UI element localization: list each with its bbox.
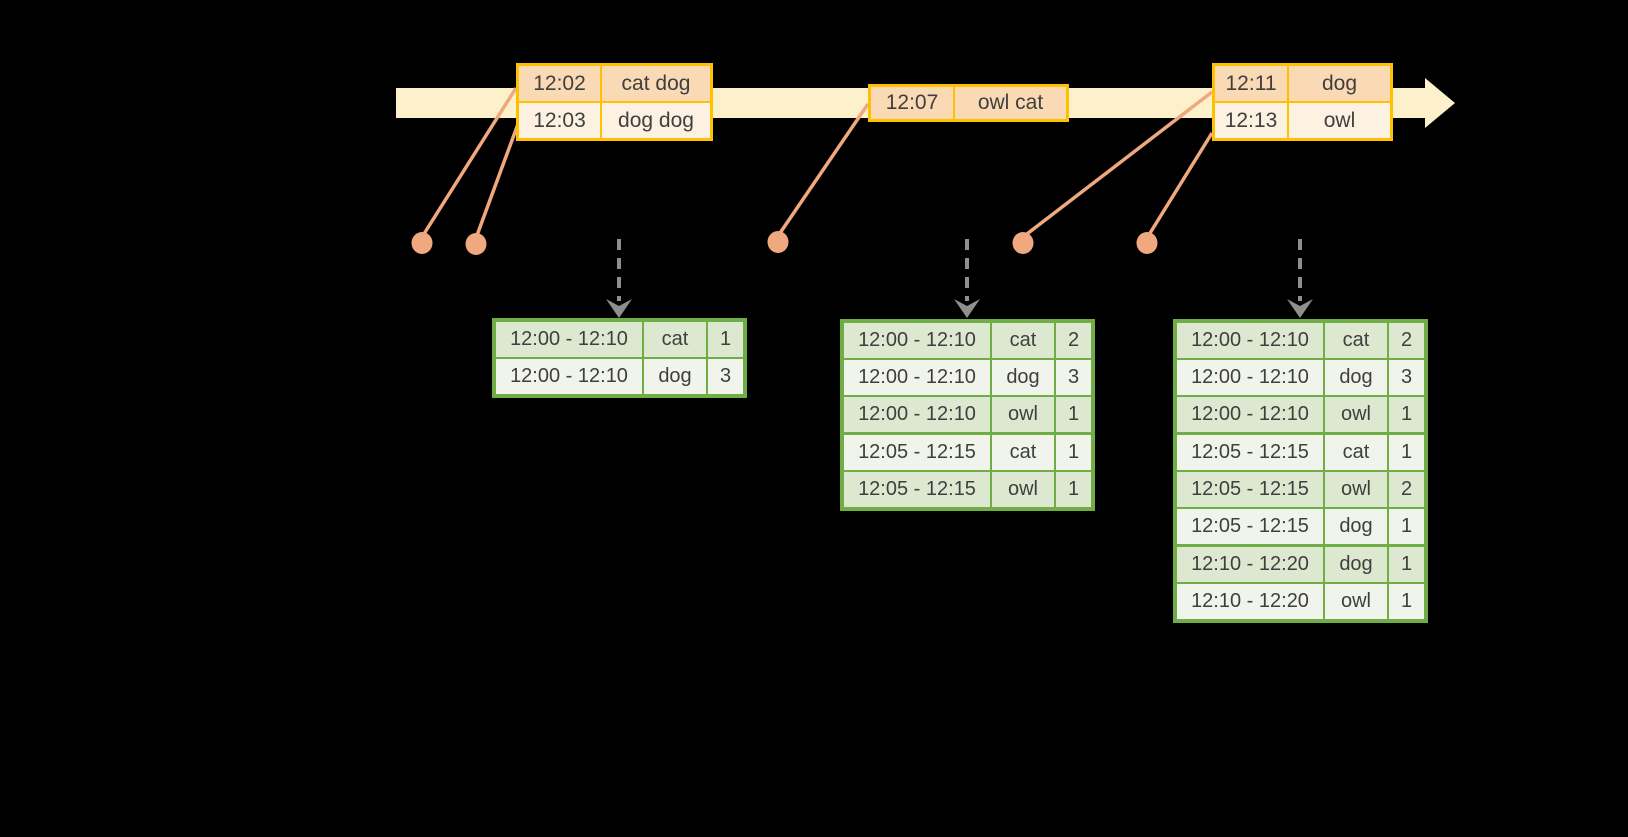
window-range: 12:00 - 12:10: [844, 360, 990, 395]
count: 3: [1056, 360, 1091, 395]
result-row: 12:10 - 12:20 owl 1: [1177, 584, 1424, 619]
event-time-dot: [465, 233, 487, 255]
result-row: 12:00 - 12:10 dog 3: [844, 360, 1091, 395]
count: 1: [1389, 435, 1424, 470]
event-time-dot: [411, 232, 433, 254]
count: 2: [1056, 323, 1091, 358]
connector-line: [776, 103, 870, 237]
count: 1: [1056, 435, 1091, 470]
window-range: 12:05 - 12:15: [1177, 509, 1323, 544]
window-range: 12:00 - 12:10: [1177, 323, 1323, 358]
event-row: 12:07 owl cat: [871, 87, 1066, 119]
trigger-arrowhead-icon: [606, 299, 632, 318]
event-words: dog dog: [602, 103, 710, 138]
word: owl: [992, 397, 1054, 432]
result-table-2: 12:00 - 12:10 cat 2 12:00 - 12:10 dog 3 …: [840, 319, 1095, 511]
window-range: 12:00 - 12:10: [496, 322, 642, 357]
window-range: 12:00 - 12:10: [1177, 360, 1323, 395]
event-row: 12:03 dog dog: [519, 103, 710, 138]
count: 3: [708, 359, 743, 394]
count: 1: [1056, 397, 1091, 432]
result-row: 12:05 - 12:15 cat 1: [1177, 435, 1424, 470]
word: owl: [1325, 397, 1387, 432]
result-row: 12:00 - 12:10 owl 1: [844, 397, 1091, 432]
result-row: 12:00 - 12:10 cat 2: [1177, 323, 1424, 358]
event-time: 12:03: [519, 103, 600, 138]
event-words: owl: [1289, 103, 1390, 138]
word: dog: [1325, 547, 1387, 582]
window-range: 12:00 - 12:10: [844, 397, 990, 432]
count: 3: [1389, 360, 1424, 395]
window-range: 12:05 - 12:15: [844, 472, 990, 507]
trigger-arrows: [606, 239, 1313, 318]
word: owl: [992, 472, 1054, 507]
window-range: 12:00 - 12:10: [496, 359, 642, 394]
window-range: 12:10 - 12:20: [1177, 584, 1323, 619]
word: owl: [1325, 472, 1387, 507]
result-row: 12:00 - 12:10 dog 3: [496, 359, 743, 394]
result-table-1: 12:00 - 12:10 cat 1 12:00 - 12:10 dog 3: [492, 318, 747, 398]
word: cat: [1325, 323, 1387, 358]
result-row: 12:00 - 12:10 dog 3: [1177, 360, 1424, 395]
event-time-dots: [411, 231, 1158, 255]
event-time-dot: [1012, 232, 1034, 254]
result-row: 12:00 - 12:10 cat 2: [844, 323, 1091, 358]
count: 1: [1389, 509, 1424, 544]
word: dog: [992, 360, 1054, 395]
result-row: 12:05 - 12:15 owl 1: [844, 472, 1091, 507]
window-range: 12:10 - 12:20: [1177, 547, 1323, 582]
window-range: 12:00 - 12:10: [844, 323, 990, 358]
count: 1: [708, 322, 743, 357]
result-row: 12:10 - 12:20 dog 1: [1177, 547, 1424, 582]
count: 2: [1389, 323, 1424, 358]
connector-line: [1145, 132, 1214, 239]
count: 1: [1389, 397, 1424, 432]
result-row: 12:05 - 12:15 owl 2: [1177, 472, 1424, 507]
count: 1: [1389, 547, 1424, 582]
event-words: dog: [1289, 66, 1390, 101]
count: 1: [1389, 584, 1424, 619]
connector-line: [420, 87, 518, 238]
connector-line: [1021, 90, 1214, 239]
timeline-arrowhead-icon: [1425, 78, 1455, 128]
event-words: cat dog: [602, 66, 710, 101]
event-row: 12:02 cat dog: [519, 66, 710, 101]
event-time: 12:02: [519, 66, 600, 101]
word: dog: [1325, 509, 1387, 544]
event-words: owl cat: [955, 87, 1066, 119]
word: cat: [644, 322, 706, 357]
event-table-1: 12:02 cat dog 12:03 dog dog: [516, 63, 713, 141]
event-row: 12:13 owl: [1215, 103, 1390, 138]
event-row: 12:11 dog: [1215, 66, 1390, 101]
result-row: 12:00 - 12:10 owl 1: [1177, 397, 1424, 432]
word: owl: [1325, 584, 1387, 619]
event-time: 12:07: [871, 87, 953, 119]
result-row: 12:05 - 12:15 cat 1: [844, 435, 1091, 470]
count: 2: [1389, 472, 1424, 507]
event-time-dot: [767, 231, 789, 253]
word: cat: [992, 323, 1054, 358]
word: dog: [1325, 360, 1387, 395]
event-table-3: 12:11 dog 12:13 owl: [1212, 63, 1393, 141]
event-connector-lines: [420, 87, 1214, 239]
window-range: 12:05 - 12:15: [844, 435, 990, 470]
count: 1: [1056, 472, 1091, 507]
result-row: 12:00 - 12:10 cat 1: [496, 322, 743, 357]
event-time-dot: [1136, 232, 1158, 254]
window-range: 12:05 - 12:15: [1177, 472, 1323, 507]
word: dog: [644, 359, 706, 394]
word: cat: [992, 435, 1054, 470]
result-row: 12:05 - 12:15 dog 1: [1177, 509, 1424, 544]
event-time: 12:11: [1215, 66, 1287, 101]
event-table-2: 12:07 owl cat: [868, 84, 1069, 122]
trigger-arrowhead-icon: [954, 299, 980, 318]
word: cat: [1325, 435, 1387, 470]
trigger-arrowhead-icon: [1287, 299, 1313, 318]
window-range: 12:05 - 12:15: [1177, 435, 1323, 470]
event-time: 12:13: [1215, 103, 1287, 138]
result-table-3: 12:00 - 12:10 cat 2 12:00 - 12:10 dog 3 …: [1173, 319, 1428, 623]
window-range: 12:00 - 12:10: [1177, 397, 1323, 432]
connector-line: [474, 123, 520, 239]
